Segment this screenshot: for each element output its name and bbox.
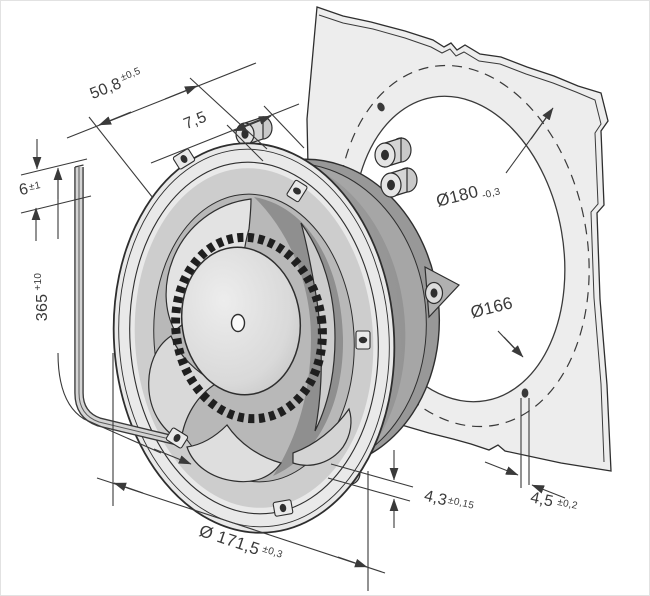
fan-blade-bottom-left — [186, 424, 282, 483]
panel-thickness-edge — [318, 14, 605, 463]
svg-text:365+10: 365+10 — [33, 273, 51, 322]
motor-knurl-ring — [171, 232, 327, 424]
dim-lead-length: 365+10 — [33, 167, 192, 465]
dim-lead-protrusion-value: 6 — [18, 181, 31, 200]
tab-hole — [180, 155, 188, 163]
boss-hole — [430, 288, 438, 298]
fan-assembly — [112, 116, 460, 534]
arrowhead — [337, 556, 368, 568]
hub-center-hole — [230, 313, 246, 333]
arrowhead — [153, 448, 192, 465]
dimension-line — [96, 477, 386, 574]
extension-line — [330, 463, 414, 488]
dim-lead-protrusion: 6±1 — [18, 139, 92, 241]
lead-wires — [74, 164, 184, 447]
svg-text:6±1: 6±1 — [18, 178, 43, 199]
dim-housing-depth-value: 50,8 — [88, 75, 124, 103]
extension-line — [327, 477, 411, 502]
extension-line — [263, 105, 305, 149]
dimension-line — [66, 62, 257, 139]
dim-housing-depth-tolerance: ±0,5 — [119, 66, 142, 84]
extension-line — [226, 124, 264, 162]
extension-line — [88, 116, 154, 199]
dim-lead-length-tolerance: +10 — [33, 273, 44, 291]
dim-fan-diameter-tolerance: ±0,3 — [261, 544, 284, 561]
dim-lead-protrusion-tolerance: ±1 — [28, 180, 42, 193]
fan-blade-bottom-right — [292, 407, 352, 466]
boss-hole — [241, 129, 249, 139]
arrowhead — [503, 336, 524, 358]
extension-line — [189, 77, 268, 150]
dim-mounting-circle-tolerance: -0,3 — [481, 186, 502, 201]
dim-boss-height-tolerance: ±0,15 — [447, 495, 475, 512]
dim-mounting-hole: 4,5±0,2 — [484, 398, 579, 516]
arrowhead — [113, 482, 144, 494]
extension-line — [20, 158, 88, 176]
mounting-hole-dot-top — [377, 102, 385, 112]
top-mounting-boss — [235, 116, 273, 146]
ring-chamfer-line — [118, 148, 390, 528]
arrowhead — [531, 484, 566, 499]
tab-hole — [293, 187, 301, 195]
mounting-hole-dot-bottom — [521, 388, 529, 398]
flange-mounting-tabs — [172, 148, 371, 517]
arrowhead — [530, 107, 554, 140]
tab-hole — [279, 503, 287, 513]
right-mounting-bracket — [424, 265, 460, 319]
svg-text:50,8±0,5: 50,8±0,5 — [87, 66, 145, 103]
dim-mounting-hole-tolerance: ±0,2 — [556, 497, 579, 512]
svg-text:4,5±0,2: 4,5±0,2 — [529, 489, 579, 516]
tab-hole — [358, 336, 368, 344]
arrowhead — [240, 115, 272, 129]
dim-mounting-hole-value: 4,5 — [529, 489, 555, 510]
dimension-line — [150, 103, 300, 164]
rear-boss-lower — [380, 167, 418, 198]
lead-entry-tab — [165, 427, 189, 449]
ring-inner-edge — [129, 161, 379, 515]
tab-hole — [173, 434, 181, 442]
dim-boss-height-value: 4,3 — [422, 488, 448, 510]
svg-text:4,3±0,15: 4,3±0,15 — [422, 488, 475, 516]
boss-hole — [387, 179, 395, 191]
dim-lead-length-value: 365 — [34, 294, 51, 322]
rear-boss-upper — [374, 137, 412, 168]
svg-text:7,5: 7,5 — [181, 109, 209, 133]
boss-hole — [381, 149, 389, 161]
arrowhead — [98, 111, 132, 126]
arrowhead — [164, 85, 198, 100]
dim-flange-depth-value: 7,5 — [181, 109, 209, 133]
arrowhead — [484, 461, 519, 476]
